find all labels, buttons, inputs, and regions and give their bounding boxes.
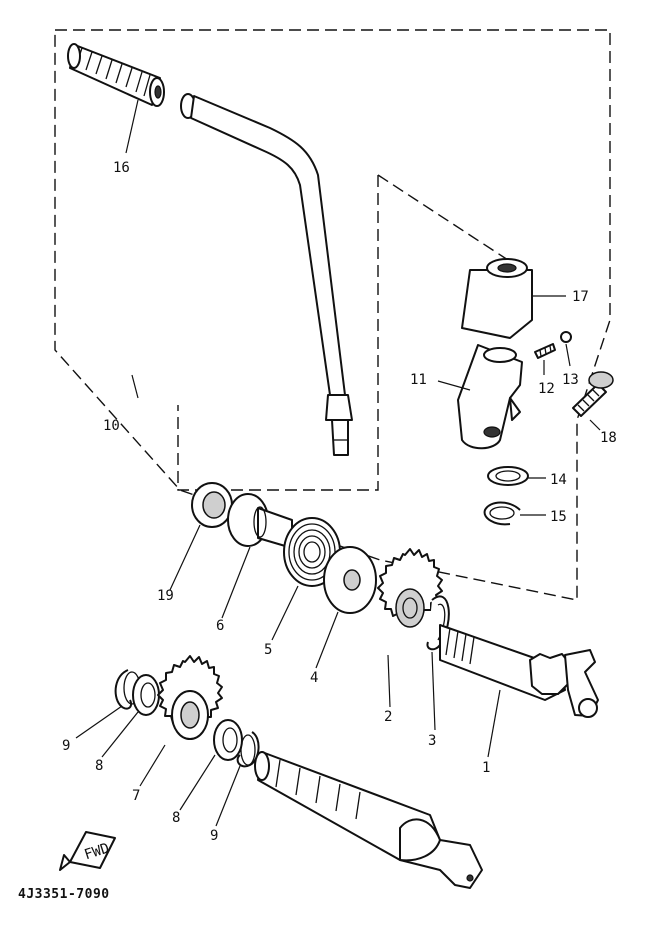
kick-gear-part-2 — [377, 548, 443, 628]
circlip-part-15 — [483, 501, 521, 526]
callout-labels: 16 17 11 12 13 18 14 15 10 19 6 5 4 2 3 … — [62, 160, 617, 844]
callout-17: 17 — [572, 289, 589, 305]
callout-7: 7 — [132, 788, 140, 804]
ball-part-13 — [560, 331, 572, 343]
fwd-label: FWD — [82, 840, 111, 863]
kick-crank-boss-part-11 — [457, 344, 523, 450]
callout-10: 10 — [103, 418, 120, 434]
callout-leaders — [75, 99, 601, 827]
washer-part-8-left — [132, 674, 160, 716]
assembly-outline-kick-arm — [54, 29, 611, 601]
circlip-part-9-right — [236, 731, 260, 768]
kick-axle-part-1 — [439, 624, 599, 718]
cover-part-17 — [461, 258, 533, 339]
callout-2: 2 — [384, 709, 392, 725]
assembly-outline-sub — [177, 174, 509, 491]
kick-arm-part-10 — [180, 93, 353, 456]
callout-12: 12 — [538, 381, 555, 397]
callout-5: 5 — [264, 642, 272, 658]
callout-1: 1 — [482, 760, 490, 776]
bolt-part-18 — [572, 371, 614, 417]
washer-part-4 — [323, 546, 377, 614]
kick-grip-part-16 — [67, 43, 165, 107]
callout-6: 6 — [216, 618, 224, 634]
callout-16: 16 — [113, 160, 130, 176]
callout-8-left: 8 — [95, 758, 103, 774]
spring-guide-part-6 — [227, 493, 293, 549]
gear-part-7 — [157, 655, 223, 740]
callout-9-left: 9 — [62, 738, 70, 754]
washer-part-14 — [487, 466, 529, 486]
callout-9-right: 9 — [210, 828, 218, 844]
circlip-part-9-left — [114, 669, 141, 710]
oil-seal-part-19 — [191, 482, 233, 528]
callout-15: 15 — [550, 509, 567, 525]
callout-4: 4 — [310, 670, 318, 686]
callout-11: 11 — [410, 372, 427, 388]
callout-19: 19 — [157, 588, 174, 604]
fwd-arrow-icon: FWD — [59, 831, 116, 871]
lower-shaft — [254, 751, 483, 889]
spring-part-12 — [534, 343, 556, 359]
callout-8-right: 8 — [172, 810, 180, 826]
callout-13: 13 — [562, 372, 579, 388]
drawing-code: 4J3351-7090 — [18, 887, 110, 902]
callout-14: 14 — [550, 472, 567, 488]
washer-part-8-right — [213, 719, 243, 761]
callout-18: 18 — [600, 430, 617, 446]
callout-3: 3 — [428, 733, 436, 749]
